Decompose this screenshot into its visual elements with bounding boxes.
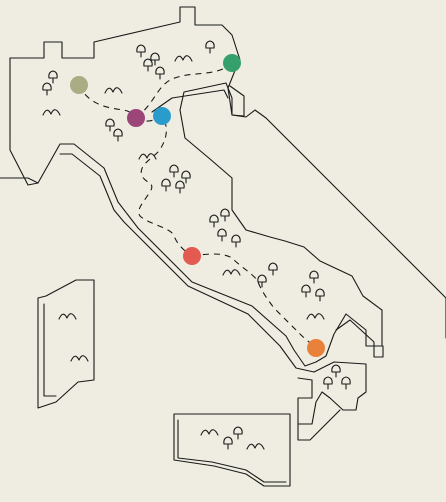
west-island-outline	[37, 279, 95, 409]
hill-icon	[58, 313, 77, 320]
tree-icon	[209, 214, 219, 228]
hill-icon	[200, 429, 219, 436]
tree-icon	[323, 376, 333, 390]
marker-north-east[interactable]	[223, 54, 241, 72]
hill-icon	[104, 87, 123, 94]
hill-icon	[246, 443, 265, 450]
route	[78, 62, 317, 349]
tree-icon	[205, 40, 215, 54]
marker-north-west[interactable]	[70, 76, 88, 94]
marker-north-purple[interactable]	[127, 109, 145, 127]
tree-icon	[223, 436, 233, 450]
tree-icon	[161, 178, 171, 192]
tree-icon	[233, 426, 243, 440]
south-island-outline	[173, 413, 291, 487]
tree-icon	[150, 52, 160, 66]
tree-icon	[48, 70, 58, 84]
tree-icon	[175, 180, 185, 194]
tree-icon	[143, 58, 153, 72]
tree-icon	[309, 270, 319, 284]
tree-icon	[231, 234, 241, 248]
tree-icon	[257, 274, 267, 288]
marker-south[interactable]	[307, 339, 325, 357]
tree-icon	[113, 128, 123, 142]
tree-icon	[331, 364, 341, 378]
tree-icon	[220, 208, 230, 222]
tree-icon	[315, 288, 325, 302]
hill-icon	[138, 153, 157, 160]
tree-icon	[42, 82, 52, 96]
tree-icon	[268, 262, 278, 276]
marker-north-blue[interactable]	[153, 107, 171, 125]
marker-central[interactable]	[183, 247, 201, 265]
tree-icon	[217, 228, 227, 242]
hill-icon	[174, 55, 193, 62]
tree-icon	[341, 376, 351, 390]
tree-icon	[105, 118, 115, 132]
mainland-outline	[0, 6, 446, 441]
tree-icon	[136, 44, 146, 58]
tree-icon	[181, 170, 191, 184]
tree-icon	[169, 164, 179, 178]
tree-icon	[301, 284, 311, 298]
hill-icon	[306, 313, 325, 320]
hill-icon	[222, 269, 241, 276]
terrain-decorations	[42, 40, 351, 450]
route-markers	[70, 54, 325, 357]
hill-icon	[70, 355, 89, 362]
hill-icon	[42, 109, 61, 116]
tree-icon	[155, 66, 165, 80]
